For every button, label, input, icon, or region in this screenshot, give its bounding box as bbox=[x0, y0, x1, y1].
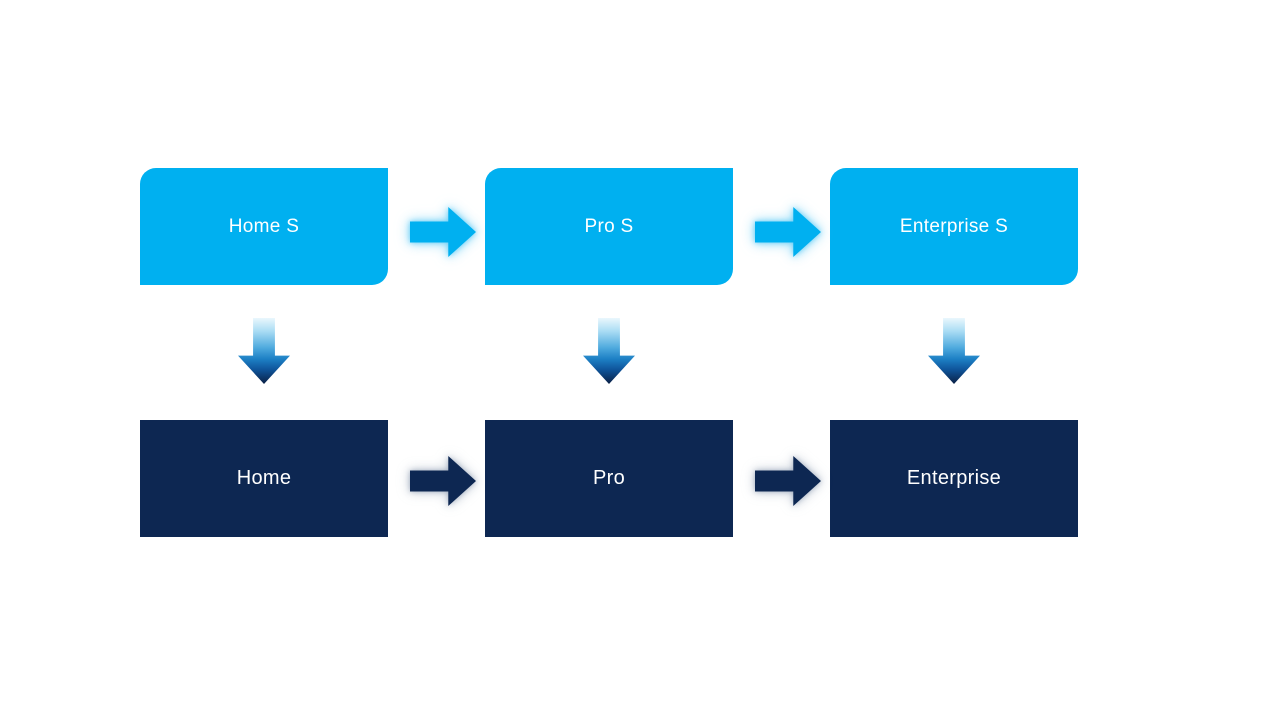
node-home-s: Home S bbox=[140, 168, 388, 285]
node-label: Home bbox=[236, 467, 292, 489]
node-home: Home bbox=[140, 420, 388, 537]
node-pro: Pro bbox=[485, 420, 733, 537]
arrow-right-shape bbox=[410, 456, 476, 506]
arrow-right-icon bbox=[410, 207, 476, 257]
arrow-right-icon bbox=[410, 456, 476, 506]
node-label: Home S bbox=[228, 215, 300, 237]
arrow-down-icon bbox=[583, 318, 635, 384]
arrow-down-icon bbox=[928, 318, 980, 384]
arrow-down-icon bbox=[238, 318, 290, 384]
arrow-right-shape bbox=[410, 207, 476, 257]
arrow-right-icon bbox=[755, 207, 821, 257]
node-enterprise-s: Enterprise S bbox=[830, 168, 1078, 285]
arrow-right-icon bbox=[755, 456, 821, 506]
node-label: Enterprise S bbox=[899, 215, 1009, 237]
node-label: Pro bbox=[592, 467, 626, 489]
node-label: Enterprise bbox=[906, 467, 1002, 489]
node-enterprise: Enterprise bbox=[830, 420, 1078, 537]
arrow-right-shape bbox=[755, 207, 821, 257]
arrow-right-shape bbox=[755, 456, 821, 506]
node-pro-s: Pro S bbox=[485, 168, 733, 285]
node-label: Pro S bbox=[584, 215, 634, 237]
